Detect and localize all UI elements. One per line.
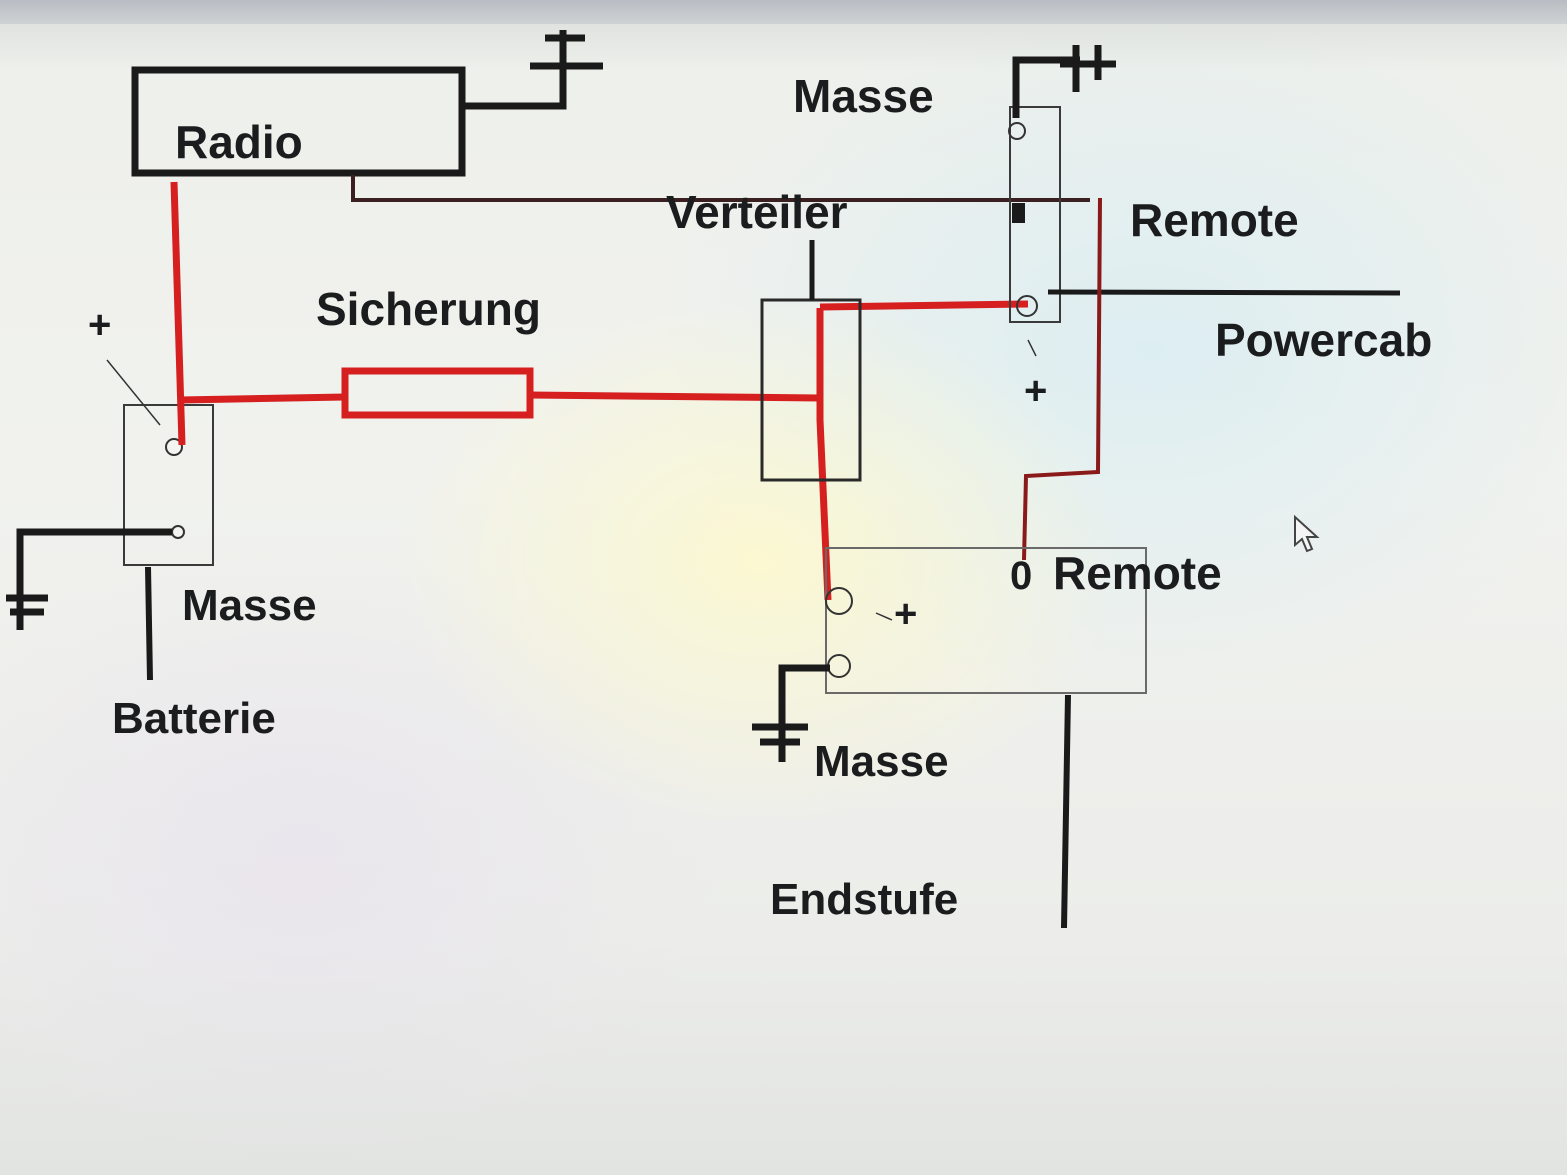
fuse-icon <box>341 367 534 419</box>
amplifier-plus-label: + <box>894 592 917 636</box>
radio-remote-wire <box>351 175 1090 202</box>
radio-label: Radio <box>175 116 303 168</box>
radio-box <box>131 66 466 177</box>
battery-plus-label: + <box>88 303 111 347</box>
amplifier-ground-icon <box>752 664 830 762</box>
powercab-plus-pointer <box>1027 339 1037 357</box>
powercab-ground-terminal <box>1008 122 1026 140</box>
distributor-label: Verteiler <box>666 186 848 238</box>
battery-masse-label: Masse <box>182 581 317 630</box>
power-wires <box>170 181 1029 601</box>
mouse-pointer-icon <box>1294 515 1320 553</box>
amplifier-label-leader <box>1061 694 1071 929</box>
amp-remote-wire <box>1022 197 1102 561</box>
powercab-box <box>1009 106 1061 323</box>
battery-box <box>123 404 214 566</box>
amplifier-plus-terminal <box>825 587 853 615</box>
battery-plus-pointer <box>106 359 161 426</box>
battery-label: Batterie <box>112 694 276 743</box>
amplifier-remote-label: Remote <box>1053 547 1222 599</box>
powercab-plus-terminal <box>1016 295 1038 317</box>
window-top-edge <box>0 0 1567 24</box>
powercab-masse-label: Masse <box>793 70 934 122</box>
battery-plus-terminal <box>165 438 183 456</box>
distributor-box <box>760 298 862 482</box>
powercab-remote-label: Remote <box>1130 194 1299 246</box>
powercab-plus-label: + <box>1024 369 1047 413</box>
battery-minus-terminal <box>171 525 185 539</box>
powercab-remote-terminal <box>1012 203 1025 223</box>
amplifier-plus-pointer <box>875 612 893 621</box>
amplifier-label: Endstufe <box>770 875 958 924</box>
powercab-label-leader <box>1047 289 1401 296</box>
battery-label-leader <box>145 566 153 681</box>
powercab-label: Powercab <box>1215 314 1432 366</box>
amplifier-box <box>825 547 1147 694</box>
amplifier-ground-terminal <box>827 654 851 678</box>
radio-ground-icon <box>464 30 603 110</box>
fuse-label: Sicherung <box>316 283 541 335</box>
amplifier-remote-terminal-label: 0 <box>1010 554 1032 598</box>
battery-ground-icon <box>6 528 172 630</box>
amplifier-masse-label: Masse <box>814 737 949 786</box>
powercab-ground-icon <box>1012 45 1116 118</box>
